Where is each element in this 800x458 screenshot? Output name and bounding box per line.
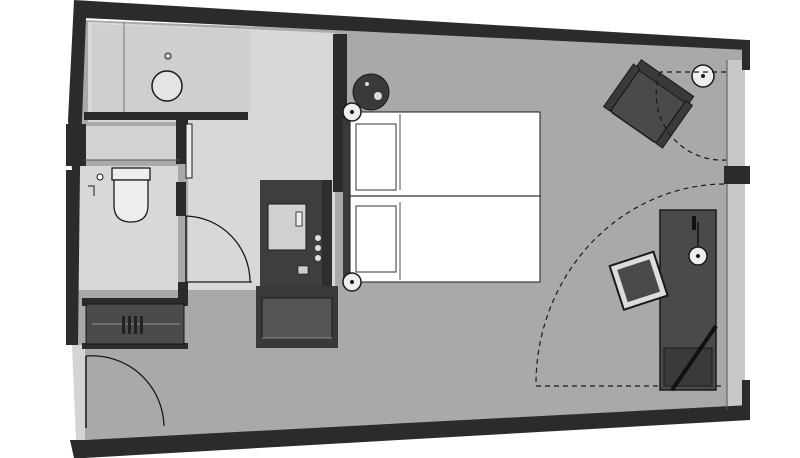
wall-bottom bbox=[70, 405, 750, 458]
headboard bbox=[343, 112, 353, 282]
faucet-icon bbox=[295, 211, 303, 227]
vanity bbox=[260, 180, 332, 288]
bedside-lamps bbox=[342, 102, 362, 292]
toilet-paper-icon bbox=[96, 173, 104, 181]
luggage-bench bbox=[256, 286, 338, 348]
side-table-top bbox=[352, 73, 390, 111]
wall-left-lower bbox=[66, 170, 80, 345]
shower bbox=[123, 22, 183, 112]
wall-right-bottom bbox=[742, 380, 750, 420]
wall-wc-top bbox=[176, 118, 188, 164]
side-table-item bbox=[374, 92, 382, 100]
floor-lamp-dot bbox=[701, 74, 705, 78]
wc-upper-floor bbox=[84, 126, 178, 160]
walls bbox=[66, 0, 750, 458]
wall-top bbox=[74, 0, 748, 50]
vanity-outlet-icon bbox=[297, 265, 309, 275]
desk-drawer bbox=[663, 347, 713, 387]
entry-floor bbox=[72, 345, 85, 440]
desk-lamp-dot bbox=[696, 254, 700, 258]
lamp-top-dot bbox=[350, 110, 354, 114]
armchair bbox=[602, 59, 715, 149]
desk bbox=[659, 209, 718, 392]
armchair-arm-left bbox=[602, 63, 641, 112]
desk-pen-icon bbox=[670, 324, 718, 392]
wall-wardrobe-top bbox=[82, 298, 188, 306]
sink-basin bbox=[267, 203, 307, 251]
round-side-table bbox=[352, 73, 390, 111]
wall-shower-bottom bbox=[84, 112, 248, 120]
wc-hook-icon bbox=[88, 185, 95, 196]
entry-door-swing bbox=[85, 355, 165, 427]
window-sill-right bbox=[727, 60, 745, 415]
luggage-bench-top bbox=[261, 297, 333, 339]
window-swing-bottom-arc bbox=[535, 183, 725, 387]
armchair-arm-right bbox=[655, 100, 694, 149]
desk-device-icon bbox=[692, 216, 696, 230]
side-table-item-2 bbox=[365, 82, 369, 86]
wall-right-mid bbox=[724, 166, 750, 184]
towel-rail bbox=[185, 123, 193, 179]
bathroom-door-swing bbox=[185, 215, 251, 283]
wall-wc-left bbox=[66, 124, 86, 166]
wall-right-top bbox=[742, 40, 750, 70]
desk-chair bbox=[608, 250, 669, 311]
toilet-bowl bbox=[113, 179, 149, 223]
hanger-1 bbox=[122, 316, 125, 334]
pillow-bottom bbox=[355, 205, 397, 273]
vanity-knob-3 bbox=[315, 255, 321, 261]
shower-floor bbox=[92, 24, 250, 112]
wall-wc-bottom bbox=[178, 282, 188, 300]
wall-wardrobe-bottom bbox=[82, 343, 188, 349]
vanity-knob-2 bbox=[315, 245, 321, 251]
shower-drain bbox=[151, 70, 183, 102]
entry-door[interactable] bbox=[85, 355, 165, 428]
armchair-back bbox=[634, 59, 695, 106]
desk-chair-inner bbox=[617, 259, 661, 303]
wall-wc-side bbox=[176, 182, 186, 216]
window-swing-top-arc bbox=[655, 71, 727, 161]
double-bed bbox=[343, 111, 541, 283]
shower-head-icon bbox=[164, 52, 172, 60]
vanity-side-panel bbox=[322, 180, 332, 288]
hanger-2 bbox=[128, 316, 131, 334]
lamp-bottom-dot bbox=[350, 280, 354, 284]
toilet-tank bbox=[111, 167, 151, 181]
pillow-top bbox=[355, 123, 397, 191]
hanger-3 bbox=[134, 316, 137, 334]
wardrobe bbox=[85, 303, 185, 345]
vanity-knob-1 bbox=[315, 235, 321, 241]
bathroom-door[interactable] bbox=[185, 215, 252, 283]
hanger-4 bbox=[140, 316, 143, 334]
wc bbox=[84, 159, 180, 223]
